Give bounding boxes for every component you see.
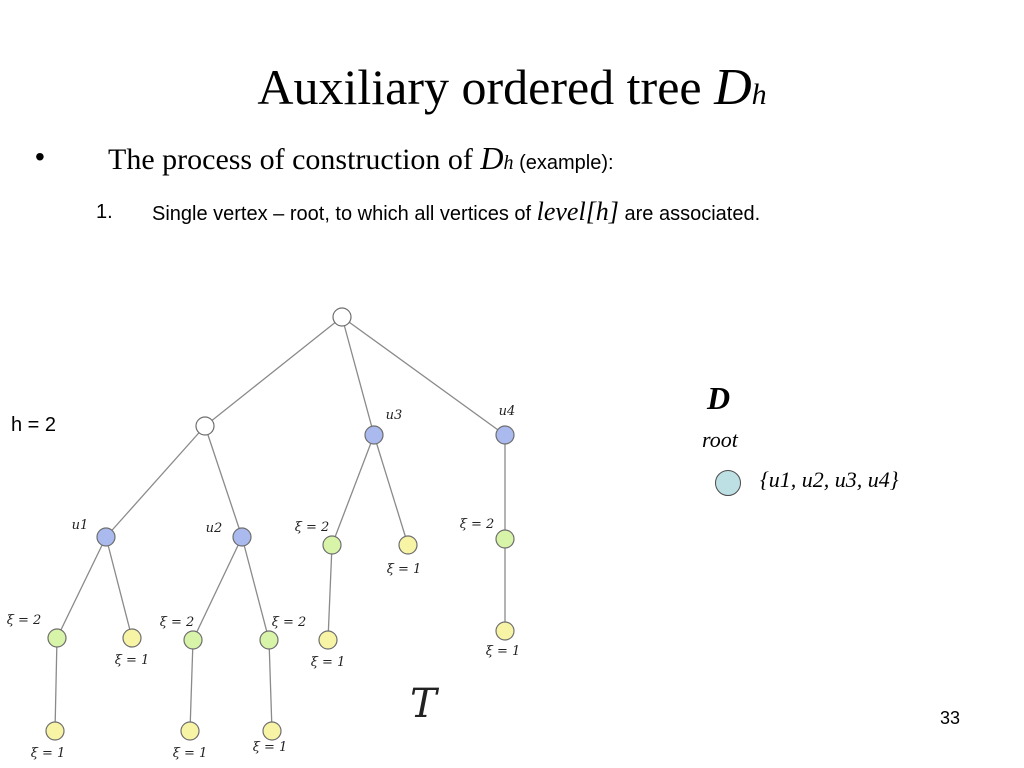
tree-node-u1 bbox=[96, 527, 116, 547]
title-variable: D bbox=[714, 59, 752, 116]
tree-node-a bbox=[195, 416, 215, 436]
tree-edge-r-a bbox=[204, 316, 343, 427]
tree-node-label-y3: ξ = 1 bbox=[311, 655, 346, 670]
page-number: 33 bbox=[940, 708, 961, 728]
tree-node-label-u2: u2 bbox=[206, 521, 223, 536]
tree-edge-u3-y2 bbox=[373, 434, 409, 546]
h-label: h = 2 bbox=[11, 414, 57, 436]
tree-edge-a-u1 bbox=[105, 425, 206, 538]
tree-node-label-g2: ξ = 2 bbox=[160, 615, 195, 630]
tree-node-label-y2: ξ = 1 bbox=[387, 562, 422, 577]
tree-node-label-g5: ξ = 2 bbox=[460, 517, 495, 532]
tree-edge-g4-y3 bbox=[327, 544, 333, 641]
tree-edge-r-u3 bbox=[341, 316, 375, 436]
tree-node-g3 bbox=[259, 630, 279, 650]
tree-t-label: T bbox=[410, 681, 440, 727]
tree-node-r bbox=[332, 307, 352, 327]
tree-node-label-u3: u3 bbox=[386, 408, 403, 423]
tree-d-root-set: {u1, u2, u3, u4} bbox=[760, 467, 899, 492]
tree-node-label-y6: ξ = 1 bbox=[173, 746, 208, 761]
tree-edge-a-u2 bbox=[204, 425, 243, 538]
slide-title: Auxiliary ordered tree Dh bbox=[0, 62, 1024, 114]
tree-node-g1 bbox=[47, 628, 67, 648]
tree-node-label-y5: ξ = 1 bbox=[31, 746, 66, 761]
step-level-variable: level[h] bbox=[536, 197, 619, 226]
bullet-variable-subscript: h bbox=[503, 152, 514, 174]
tree-node-g2 bbox=[183, 630, 203, 650]
tree-node-y1 bbox=[122, 628, 142, 648]
bullet-text: The process of construction of bbox=[108, 143, 481, 176]
tree-node-y4 bbox=[495, 621, 515, 641]
tree-edge-r-u4 bbox=[341, 316, 506, 436]
tree-node-y2 bbox=[398, 535, 418, 555]
tree-node-label-y1: ξ = 1 bbox=[115, 653, 150, 668]
tree-node-label-g4: ξ = 2 bbox=[295, 520, 330, 535]
tree-edge-u3-g4 bbox=[331, 434, 375, 546]
tree-edge-g1-y5 bbox=[54, 637, 58, 732]
tree-node-y3 bbox=[318, 630, 338, 650]
step-text-before: Single vertex – root, to which all verti… bbox=[152, 203, 537, 225]
tree-node-label-g1: ξ = 2 bbox=[7, 613, 42, 628]
tree-node-u2 bbox=[232, 527, 252, 547]
tree-node-y5 bbox=[45, 721, 65, 741]
step-text-after: are associated. bbox=[618, 203, 761, 225]
bullet-variable: D bbox=[480, 140, 504, 176]
tree-node-g5 bbox=[495, 529, 515, 549]
tree-node-label-y7: ξ = 1 bbox=[253, 740, 288, 755]
tree-node-label-y4: ξ = 1 bbox=[486, 644, 521, 659]
tree-edge-g2-y6 bbox=[189, 639, 194, 732]
tree-edge-u2-g3 bbox=[241, 536, 270, 641]
tree-edge-u1-y1 bbox=[105, 536, 133, 639]
tree-edge-u1-g1 bbox=[56, 536, 107, 639]
tree-node-label-u4: u4 bbox=[499, 404, 516, 419]
tree-d-root-node bbox=[715, 470, 741, 496]
step-text-line: Single vertex – root, to which all verti… bbox=[152, 197, 760, 227]
step-number: 1. bbox=[96, 201, 113, 223]
bullet-text-line: The process of construction of Dh (examp… bbox=[108, 142, 614, 175]
tree-node-y7 bbox=[262, 721, 282, 741]
tree-d-root-label: root bbox=[702, 427, 738, 452]
tree-node-g4 bbox=[322, 535, 342, 555]
tree-edge-g3-y7 bbox=[268, 639, 273, 732]
tree-node-label-u1: u1 bbox=[72, 518, 89, 533]
title-variable-subscript: h bbox=[751, 78, 767, 111]
tree-node-label-g3: ξ = 2 bbox=[272, 615, 307, 630]
tree-d-label: D bbox=[707, 380, 731, 416]
tree-edge-u2-g2 bbox=[192, 536, 243, 641]
tree-node-u4 bbox=[495, 425, 515, 445]
bullet-marker: • bbox=[35, 141, 45, 172]
tree-node-u3 bbox=[364, 425, 384, 445]
bullet-suffix: (example): bbox=[513, 152, 614, 174]
title-text: Auxiliary ordered tree bbox=[257, 59, 715, 115]
tree-node-y6 bbox=[180, 721, 200, 741]
